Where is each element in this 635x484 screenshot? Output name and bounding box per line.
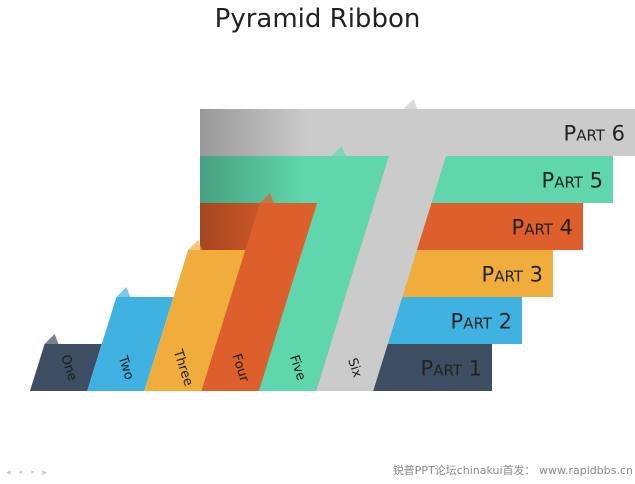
ribbon-fold-two [116, 287, 131, 297]
ribbon-fold-three [188, 240, 203, 250]
ribbon-six [316, 109, 461, 391]
ribbon-label-two: Two [114, 353, 136, 382]
ribbon-five [258, 156, 389, 391]
ribbon-fold-five [331, 146, 346, 156]
ribbon-fold-four [259, 193, 274, 203]
ribbon-label-six: Six [344, 356, 364, 380]
slide-controls: ◂ ▪ ▪ ▸ [6, 467, 50, 477]
bar-label-part-5: Part 5 [542, 169, 603, 193]
ribbon-fold-six [403, 99, 418, 109]
ribbon-three [144, 250, 246, 391]
bar-label-part-3: Part 3 [482, 263, 543, 287]
bar-label-part-4: Part 4 [512, 216, 573, 240]
ribbon-fold-one [44, 334, 59, 344]
bar-label-part-1: Part 1 [421, 357, 482, 381]
ribbon-four [201, 203, 318, 391]
ribbon-one [30, 344, 102, 391]
bar-label-part-6: Part 6 [564, 122, 625, 146]
bar-label-part-2: Part 2 [451, 310, 512, 334]
page-title: Pyramid Ribbon [214, 4, 421, 34]
ribbon-two [87, 297, 174, 391]
footer-credit: 锐普PPT论坛chinakui首发： www.rapidbbs.cn [392, 464, 633, 477]
ribbons-layer [30, 99, 461, 391]
